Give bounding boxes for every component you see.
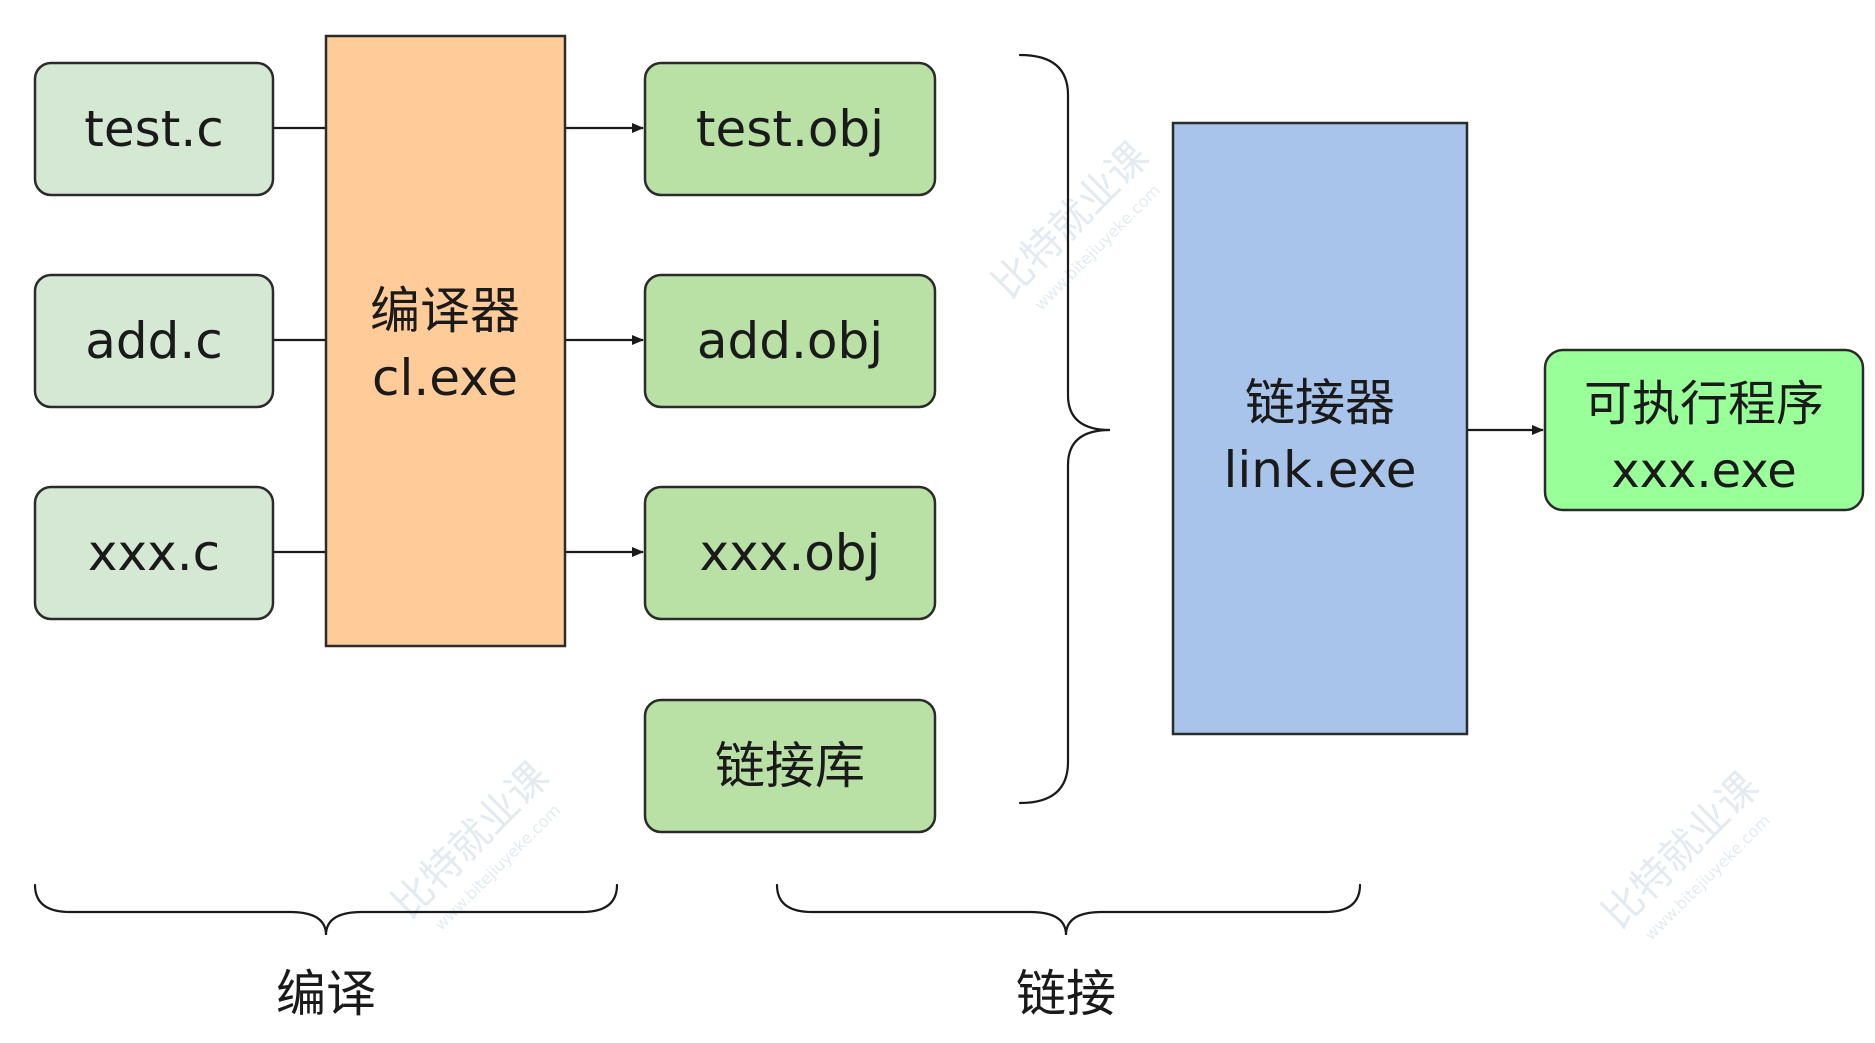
executable-title: 可执行程序 [1584,376,1824,432]
linker-title: 链接器 [1245,374,1395,432]
linker-executable: link.exe [1223,441,1416,499]
source-file-test: test.c [33,61,275,197]
object-file-xxx: xxx.obj [643,485,937,621]
source-file-label: add.c [85,312,223,370]
linker-box: 链接器 link.exe [1171,121,1469,736]
phase-label-link: 链接 [1016,965,1116,1023]
source-file-add: add.c [33,273,275,409]
object-file-add: add.obj [643,273,937,409]
phase-label-compile: 编译 [276,965,376,1023]
link-library: 链接库 [643,698,937,834]
object-file-label: add.obj [697,312,883,370]
brace-link-phase [775,883,1362,936]
curly-brace-inputs [1018,53,1111,805]
brace-compile-phase [33,883,619,936]
source-file-xxx: xxx.c [33,485,275,621]
object-file-test: test.obj [643,61,937,197]
compiler-executable: cl.exe [372,349,518,407]
watermark: 比特就业课 www.bitejiuyeke.com 比特就业课 www.bite… [384,134,1774,944]
executable-filename: xxx.exe [1611,443,1797,499]
compiler-title: 编译器 [370,282,520,340]
executable-output: 可执行程序 xxx.exe [1543,348,1865,512]
object-file-label: test.obj [696,100,884,158]
source-file-label: xxx.c [88,524,220,582]
object-file-label: xxx.obj [700,524,881,582]
link-library-label: 链接库 [715,737,865,795]
compiler-box: 编译器 cl.exe [324,34,567,648]
source-file-label: test.c [84,100,223,158]
